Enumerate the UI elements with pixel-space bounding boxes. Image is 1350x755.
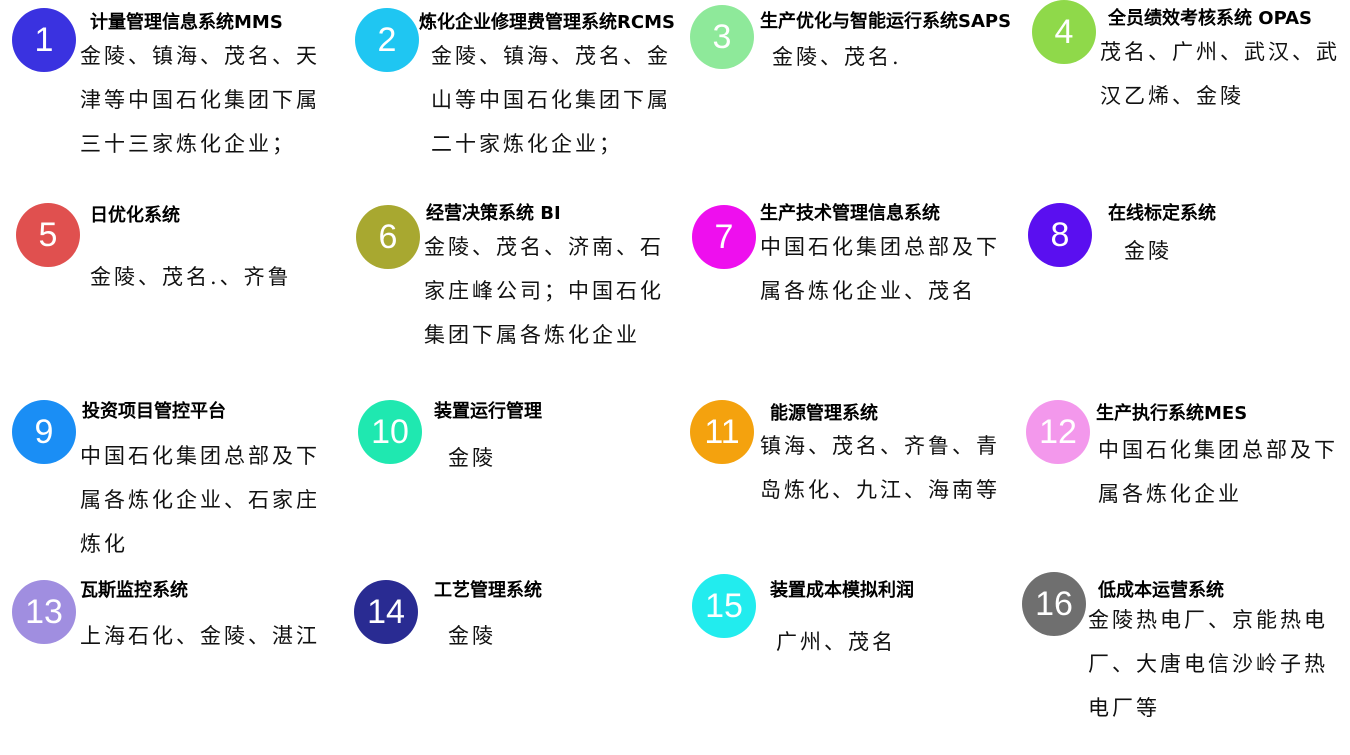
- deployment-sites: 金陵、茂名.: [772, 45, 902, 69]
- deployment-sites: 金陵: [1124, 239, 1172, 263]
- deployment-sites: 金陵: [448, 446, 496, 470]
- deployment-sites: 中国石化集团总部及下属各炼化企业、石家庄炼化: [80, 444, 320, 556]
- deployment-sites: 中国石化集团总部及下属各炼化企业: [1098, 438, 1338, 506]
- system-item-9: 9 投资项目管控平台 中国石化集团总部及下属各炼化企业、石家庄炼化: [12, 400, 342, 575]
- number-badge: 5: [16, 203, 80, 267]
- system-item-14: 14 工艺管理系统 金陵: [354, 580, 684, 755]
- system-item-8: 8 在线标定系统 金陵: [1028, 203, 1350, 378]
- deployment-sites: 茂名、广州、武汉、武汉乙烯、金陵: [1100, 40, 1340, 108]
- system-title: 装置成本模拟利润: [770, 580, 914, 601]
- deployment-sites: 中国石化集团总部及下属各炼化企业、茂名: [760, 235, 1000, 303]
- system-title: 生产优化与智能运行系统SAPS: [760, 11, 1012, 32]
- number-badge: 15: [692, 574, 756, 638]
- number-badge: 7: [692, 205, 756, 269]
- deployment-sites: 金陵: [448, 624, 496, 648]
- number-badge: 9: [12, 400, 76, 464]
- system-item-5: 5 日优化系统 金陵、茂名.、齐鲁: [16, 203, 346, 378]
- system-title: 瓦斯监控系统: [80, 580, 188, 601]
- system-item-7: 7 生产技术管理信息系统 中国石化集团总部及下属各炼化企业、茂名: [692, 203, 1022, 380]
- system-title: 低成本运营系统: [1098, 580, 1224, 601]
- number-badge: 3: [690, 5, 754, 69]
- number-badge: 13: [12, 580, 76, 644]
- system-item-11: 11 能源管理系统 镇海、茂名、齐鲁、青岛炼化、九江、海南等: [690, 400, 1020, 575]
- number-badge: 4: [1032, 0, 1096, 64]
- number-badge: 10: [358, 400, 422, 464]
- number-badge: 1: [12, 8, 76, 72]
- deployment-sites: 金陵、茂名.、齐鲁: [90, 265, 292, 289]
- number-badge: 11: [690, 400, 754, 464]
- system-item-6: 6 经营决策系统 BI 金陵、茂名、济南、石家庄峰公司；中国石化集团下属各炼化企…: [356, 203, 686, 380]
- system-title: 能源管理系统: [770, 403, 878, 424]
- system-item-12: 12 生产执行系统MES 中国石化集团总部及下属各炼化企业: [1026, 400, 1350, 575]
- system-title: 生产技术管理信息系统: [760, 203, 940, 224]
- system-overview-diagram: { "items": [ {"number": "1", "color": "#…: [12, 0, 1350, 720]
- system-item-3: 3 生产优化与智能运行系统SAPS 金陵、茂名.: [690, 5, 1020, 180]
- deployment-sites: 上海石化、金陵、湛江: [80, 624, 320, 648]
- system-title: 工艺管理系统: [434, 580, 542, 601]
- system-title: 生产执行系统MES: [1096, 403, 1248, 424]
- number-badge: 12: [1026, 400, 1090, 464]
- system-item-13: 13 瓦斯监控系统 上海石化、金陵、湛江: [12, 580, 342, 755]
- system-title: 在线标定系统: [1108, 203, 1216, 224]
- deployment-sites: 金陵、镇海、茂名、天津等中国石化集团下属三十三家炼化企业；: [80, 44, 320, 156]
- system-item-15: 15 装置成本模拟利润 广州、茂名: [692, 574, 1022, 749]
- system-title: 炼化企业修理费管理系统RCMS: [419, 12, 675, 33]
- deployment-sites: 金陵、镇海、茂名、金山等中国石化集团下属二十家炼化企业；: [431, 44, 671, 156]
- system-title: 经营决策系统 BI: [426, 203, 561, 224]
- system-title: 全员绩效考核系统 OPAS: [1108, 8, 1313, 29]
- number-badge: 8: [1028, 203, 1092, 267]
- deployment-sites: 金陵、茂名、济南、石家庄峰公司；中国石化集团下属各炼化企业: [424, 235, 664, 347]
- system-item-2: 2 炼化企业修理费管理系统RCMS 金陵、镇海、茂名、金山等中国石化集团下属二十…: [355, 8, 685, 183]
- system-item-4: 4 全员绩效考核系统 OPAS 茂名、广州、武汉、武汉乙烯、金陵: [1032, 0, 1350, 175]
- system-item-10: 10 装置运行管理 金陵: [358, 400, 688, 575]
- system-title: 投资项目管控平台: [82, 401, 226, 422]
- number-badge: 14: [354, 580, 418, 644]
- deployment-sites: 金陵热电厂、京能热电厂、大唐电信沙岭子热电厂等: [1088, 608, 1328, 720]
- deployment-sites: 镇海、茂名、齐鲁、青岛炼化、九江、海南等: [760, 434, 1000, 502]
- deployment-sites: 广州、茂名: [776, 630, 896, 654]
- system-title: 计量管理信息系统MMS: [90, 12, 283, 33]
- number-badge: 6: [356, 205, 420, 269]
- number-badge: 2: [355, 8, 419, 72]
- system-title: 日优化系统: [90, 205, 180, 226]
- system-title: 装置运行管理: [434, 401, 542, 422]
- system-item-1: 1 计量管理信息系统MMS 金陵、镇海、茂名、天津等中国石化集团下属三十三家炼化…: [12, 8, 342, 183]
- system-item-16: 16 低成本运营系统 金陵热电厂、京能热电厂、大唐电信沙岭子热电厂等: [1022, 572, 1350, 747]
- number-badge: 16: [1022, 572, 1086, 636]
